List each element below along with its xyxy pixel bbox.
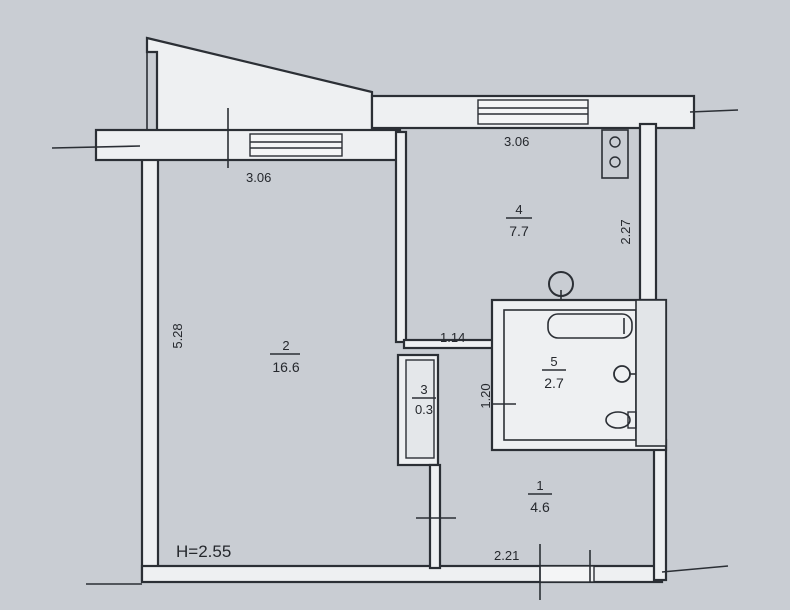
outer-wall-right-lower — [652, 438, 668, 582]
svg-text:4: 4 — [515, 202, 522, 217]
svg-text:4.6: 4.6 — [530, 499, 550, 515]
room-5-label: 5 2.7 — [542, 354, 566, 391]
room-3-label: 3 0.3 — [412, 382, 436, 417]
window-kitchen — [477, 99, 589, 125]
dim-hall-width: 2.21 — [494, 548, 519, 563]
entrance-door — [539, 565, 595, 583]
dim-kitchen-width: 3.06 — [504, 134, 529, 149]
outer-wall-left — [140, 132, 160, 582]
dim-living-depth: 5.28 — [170, 323, 185, 348]
svg-text:2.7: 2.7 — [544, 375, 564, 391]
outer-wall-right — [638, 122, 658, 302]
room-2-label: 2 16.6 — [270, 338, 300, 375]
svg-text:7.7: 7.7 — [509, 223, 529, 239]
partition-living-kitchen — [394, 130, 408, 344]
room-4-label: 4 7.7 — [506, 202, 532, 239]
dim-corridor-width: 1.14 — [440, 330, 465, 345]
washbasin-icon — [613, 365, 636, 383]
kitchen-sink-icon — [548, 271, 574, 300]
dim-kitchen-depth: 2.27 — [618, 219, 633, 244]
toilet-icon — [605, 411, 637, 429]
bathtub-icon — [547, 313, 633, 339]
room-1-label: 1 4.6 — [528, 478, 552, 515]
svg-text:16.6: 16.6 — [272, 359, 299, 375]
ceiling-height: H=2.55 — [176, 542, 231, 561]
balcony — [145, 36, 374, 134]
svg-text:0.3: 0.3 — [415, 402, 433, 417]
outer-wall-top-living — [94, 128, 402, 162]
svg-text:3: 3 — [420, 382, 427, 397]
dim-living-width: 3.06 — [246, 170, 271, 185]
window-living-room — [227, 108, 343, 168]
partition-hall-left — [428, 463, 442, 570]
svg-text:1: 1 — [536, 478, 543, 493]
dim-bathroom-depth: 1.20 — [478, 383, 493, 408]
stove-icon — [601, 129, 629, 179]
svg-text:5: 5 — [550, 354, 557, 369]
svg-text:2: 2 — [282, 338, 289, 353]
